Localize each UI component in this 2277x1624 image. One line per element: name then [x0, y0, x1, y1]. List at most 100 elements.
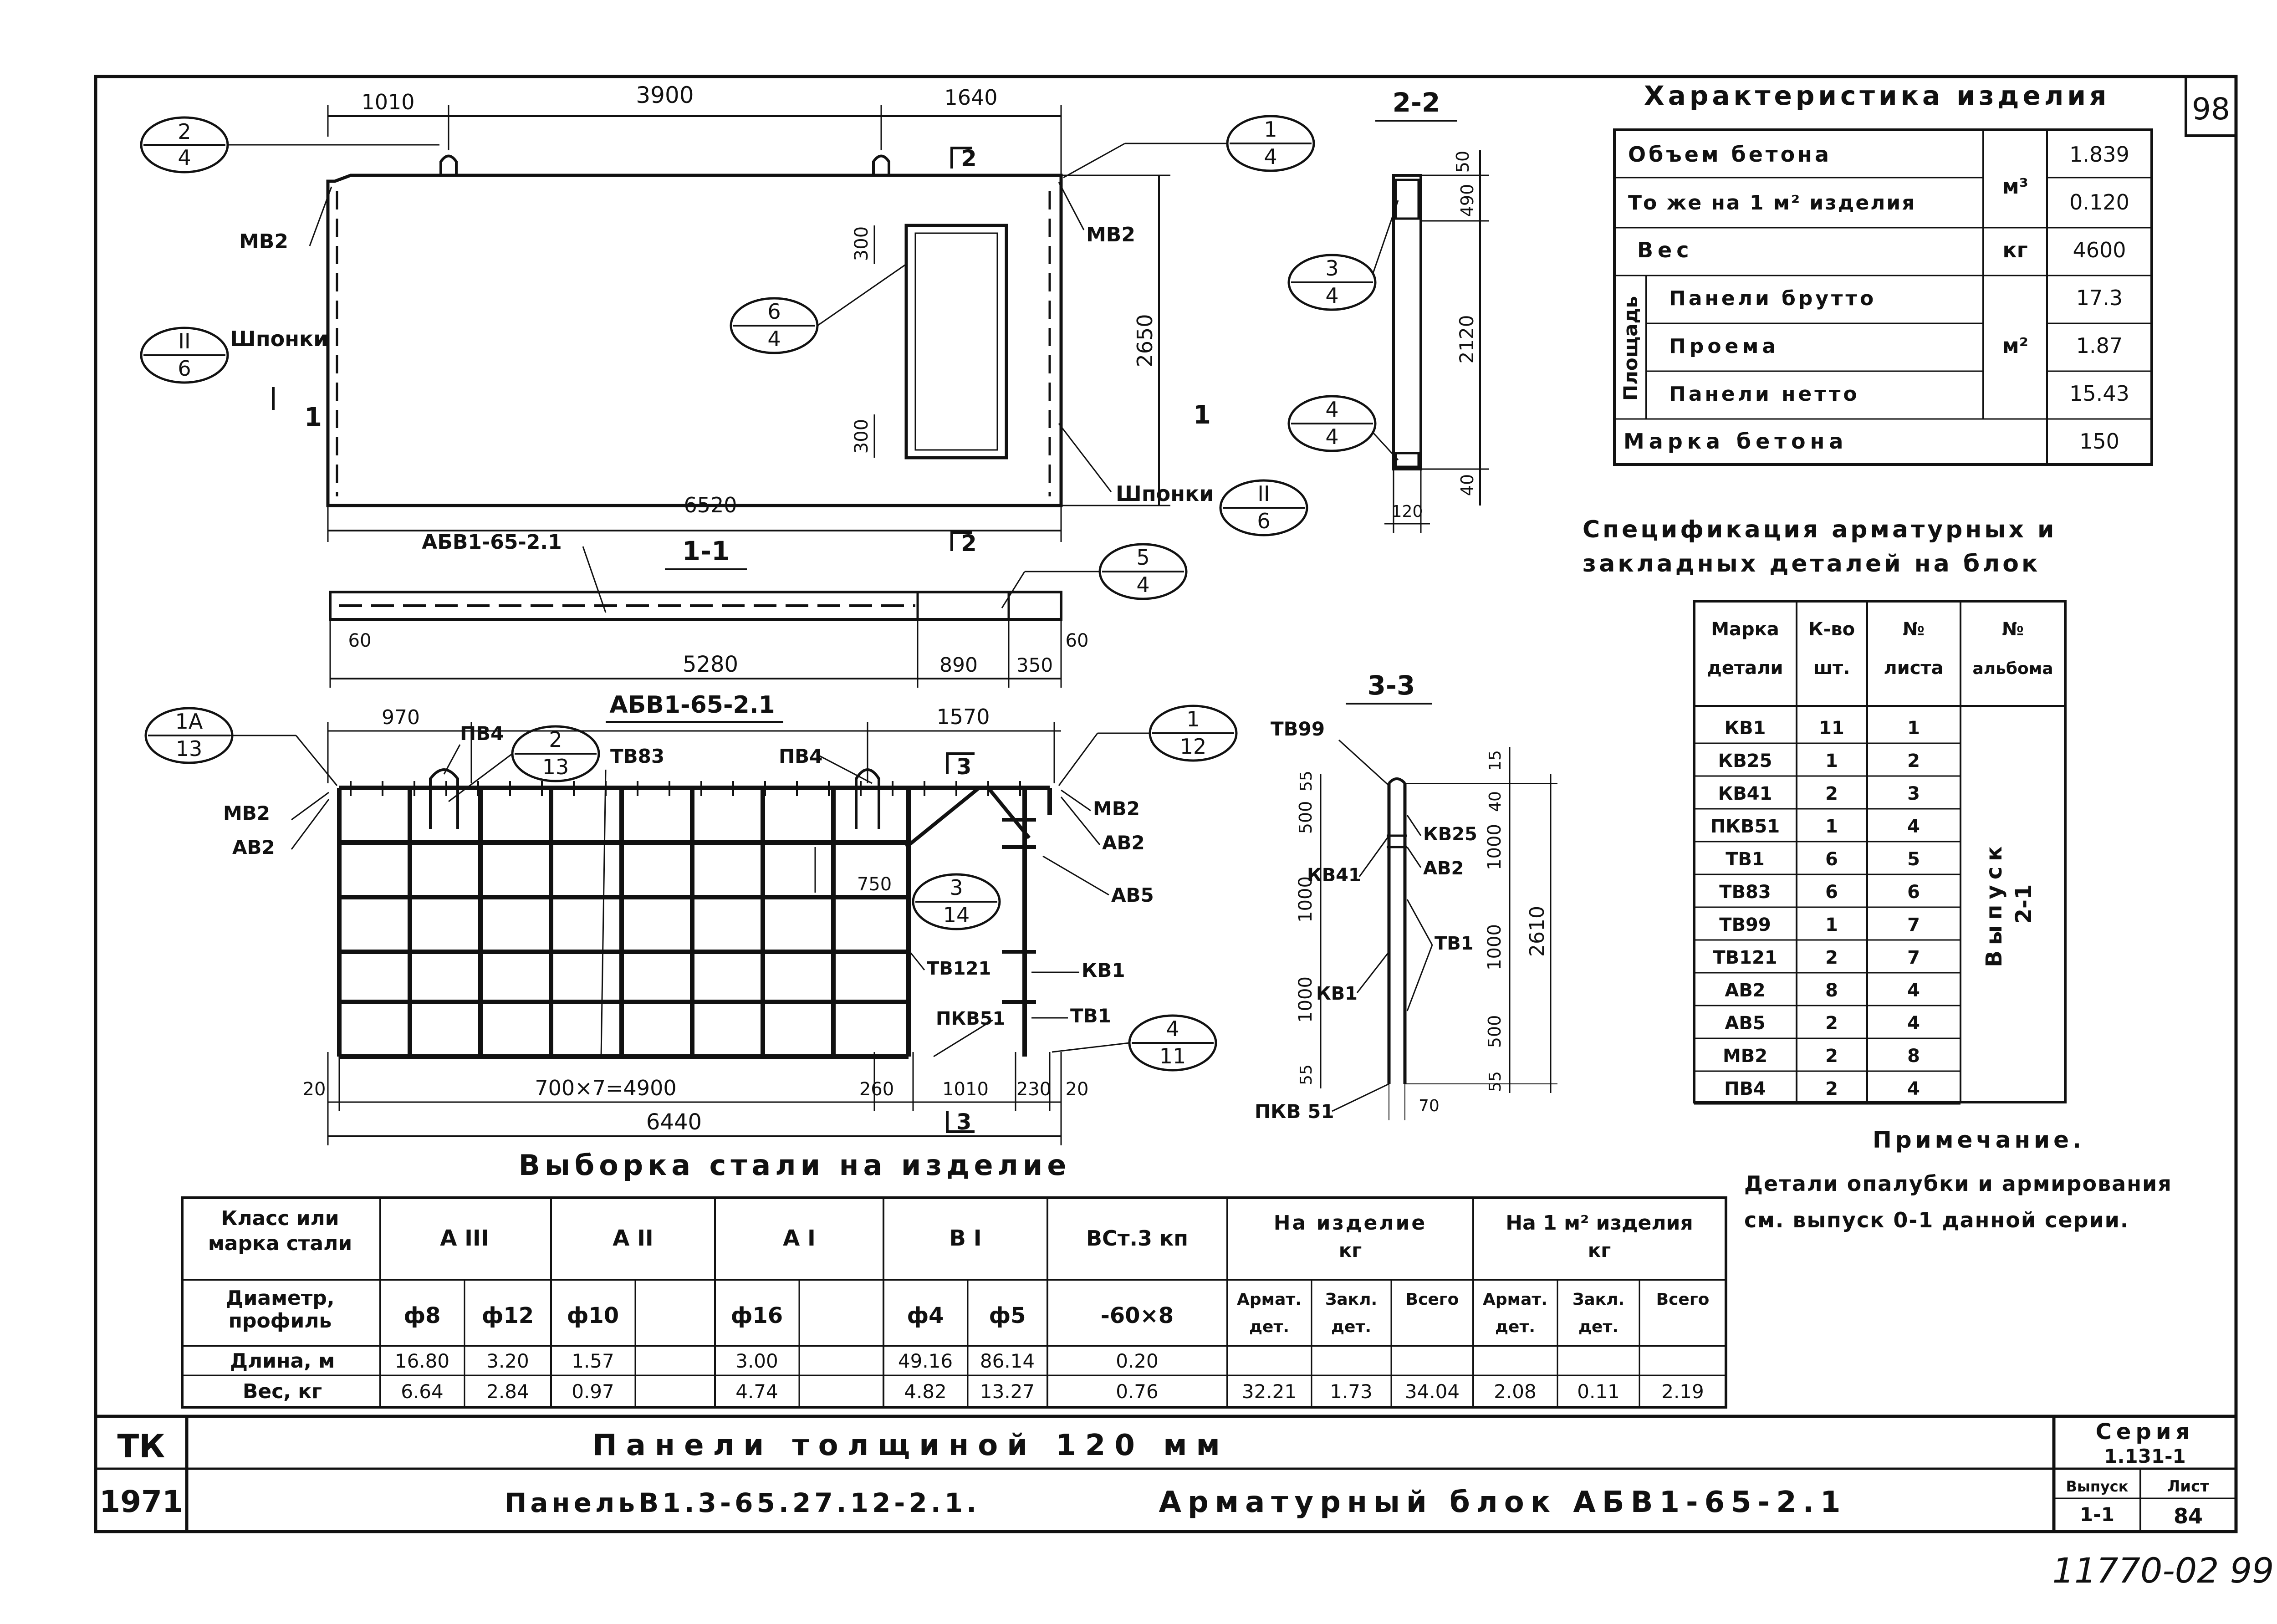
rebar-label-tv121: ТВ121 — [927, 958, 991, 979]
spec-h-album-2: альбома — [1972, 659, 2053, 678]
callout-3-14: 3 14 — [912, 873, 1001, 930]
section-3-3-dim-70: 70 — [1419, 1097, 1440, 1115]
section-3-3-label-pkv51: ПКВ 51 — [1255, 1100, 1334, 1123]
label-keys-left: Шпонки — [230, 327, 328, 351]
rebar-label-av2-left: АВ2 — [232, 836, 275, 858]
spec-row-qty: 1 — [1825, 914, 1838, 935]
callout-1-12-top: 1 — [1186, 707, 1200, 731]
section-3-bottom: 3 — [956, 1109, 971, 1135]
characteristics-table: Характеристика изделия Объем бетона То ж… — [1613, 80, 2153, 466]
section-3-3-right-55: 55 — [1486, 1071, 1505, 1092]
rebar-dim-20-left: 20 — [303, 1079, 326, 1100]
spec-row-sheet: 4 — [1907, 1013, 1920, 1034]
section-3-3-hook — [1388, 777, 1406, 785]
spec-row-sheet: 7 — [1907, 914, 1920, 935]
rebar-dim-6440: 6440 — [646, 1109, 702, 1135]
steel-weight-value: 4.82 — [904, 1380, 947, 1403]
section-2-2: 2-2 50 490 2120 40 120 3 4 4 4 — [1287, 87, 1489, 533]
spec-album-line-1: Выпуск — [1981, 841, 2007, 967]
rebar-lifting-loop — [429, 768, 459, 829]
spec-h-qty-1: К-во — [1808, 619, 1855, 640]
section-3-3-label-kv25: КВ25 — [1423, 824, 1477, 845]
section-2-2-dim-50: 50 — [1453, 151, 1473, 173]
steel-sub-header: Армат. — [1237, 1290, 1302, 1309]
steel-total-value: 0.11 — [1577, 1380, 1620, 1403]
steel-diam-label-2: профиль — [229, 1309, 332, 1333]
callout-1-4-top: 1 — [1264, 117, 1277, 142]
callout-2-4-top: 2 — [178, 119, 191, 144]
char-row-4-value: 17.3 — [2076, 286, 2123, 310]
section-2-top: 2 — [961, 145, 977, 172]
section-3-3-right-40: 40 — [1486, 791, 1505, 812]
char-row-2-name: То же на 1 м² изделия — [1628, 191, 1916, 214]
dim-bottom: 6520 — [684, 493, 737, 517]
section-3-top: 3 — [956, 754, 971, 780]
spec-row-sheet: 6 — [1907, 882, 1920, 903]
char-row-4-name: Панели брутто — [1669, 287, 1876, 310]
rebar-diagonal-bar — [986, 786, 1031, 839]
section-2-2-bottom-detail — [1394, 452, 1420, 468]
callout-6-4-top: 6 — [767, 299, 781, 324]
spec-row-sheet: 7 — [1907, 947, 1920, 968]
steel-sub-header-2: дет. — [1249, 1318, 1289, 1336]
callout-1A-13: 1А 13 — [144, 707, 338, 786]
steel-length-label: Длина, м — [230, 1349, 335, 1373]
steel-diameter: ф5 — [989, 1303, 1026, 1328]
spec-row-qty: 8 — [1825, 980, 1838, 1001]
spec-row-qty: 6 — [1825, 882, 1838, 903]
spec-h-sheet-1: № — [1903, 619, 1925, 640]
rebar-dim-230: 230 — [1016, 1079, 1051, 1100]
section-1-1-leader — [582, 546, 607, 613]
section-3-3-detail-mid — [1387, 834, 1407, 848]
rebar-dim-1010: 1010 — [942, 1079, 989, 1100]
spec-row-mark: ТВ1 — [1726, 849, 1765, 870]
rebar-label-mv2-left: МВ2 — [223, 802, 270, 824]
section-3-3-label-kv41: КВ41 — [1307, 865, 1361, 886]
steel-length-value: 1.57 — [572, 1350, 614, 1372]
section-3-3-total: 2610 — [1526, 906, 1549, 957]
char-row-5-value: 1.87 — [2076, 333, 2123, 358]
spec-row-qty: 11 — [1819, 718, 1844, 739]
callout-4-11-bottom: 11 — [1159, 1044, 1186, 1068]
section-3-3-right-1000a: 1000 — [1484, 824, 1505, 870]
panel-elevation: 1010 3900 1640 6520 2650 300 300 МВ2 МВ2… — [140, 82, 1315, 557]
steel-class-1: А III — [440, 1226, 489, 1251]
char-row-7-name: Марка бетона — [1624, 429, 1848, 454]
char-row-1-name: Объем бетона — [1628, 142, 1832, 167]
section-3-3-left-500: 500 — [1296, 801, 1316, 834]
corner-number: 98 — [2192, 92, 2230, 127]
spec-row-sheet: 4 — [1907, 816, 1920, 837]
spec-album-line-2: 2-1 — [2011, 884, 2037, 924]
spec-row-sheet: 4 — [1907, 980, 1920, 1001]
callout-4-4: 4 4 — [1287, 395, 1399, 461]
spec-row-qty: 1 — [1825, 751, 1838, 771]
title-issue-label: Выпуск — [2066, 1478, 2129, 1495]
rebar-dim-260: 260 — [859, 1079, 894, 1100]
callout-2-4: 2 4 — [140, 116, 439, 174]
rebar-label-av2-right: АВ2 — [1102, 832, 1145, 854]
label-mv2-left: МВ2 — [239, 230, 288, 253]
section-3-3-left-1000b: 1000 — [1295, 976, 1316, 1023]
char-area-label: Площадь — [1619, 296, 1642, 401]
spec-row-qty: 2 — [1825, 1078, 1838, 1099]
steel-class-4: В I — [949, 1226, 981, 1251]
callout-4-4-top: 4 — [1325, 397, 1338, 422]
steel-length-value: 16.80 — [395, 1350, 449, 1372]
rebar-label-tv83: ТВ83 — [610, 745, 664, 767]
steel-weight-value: 13.27 — [980, 1380, 1035, 1403]
steel-sub-header-2: дет. — [1495, 1318, 1535, 1336]
steel-diameter: ф16 — [731, 1303, 783, 1328]
spec-row-sheet: 1 — [1907, 718, 1920, 739]
callout-II-6-right-bottom: 6 — [1257, 509, 1270, 533]
section-1-1: 1-1 АБВ1-65-2.1 60 5280 890 350 60 5 4 — [329, 531, 1188, 688]
spec-h-mark-1: Марка — [1711, 619, 1779, 640]
steel-class-label-1: Класс или — [221, 1207, 339, 1230]
section-2-bottom-mark — [950, 531, 972, 551]
char-row-6-value: 15.43 — [2069, 381, 2129, 406]
steel-class-label-2: марка стали — [208, 1232, 352, 1255]
steel-sub-header: Армат. — [1483, 1290, 1547, 1309]
spec-row-mark: АВ5 — [1725, 1013, 1765, 1034]
steel-weight-value: 0.76 — [1116, 1380, 1159, 1403]
spec-row-mark: КВ1 — [1724, 718, 1766, 739]
steel-total-value: 2.08 — [1494, 1380, 1537, 1403]
